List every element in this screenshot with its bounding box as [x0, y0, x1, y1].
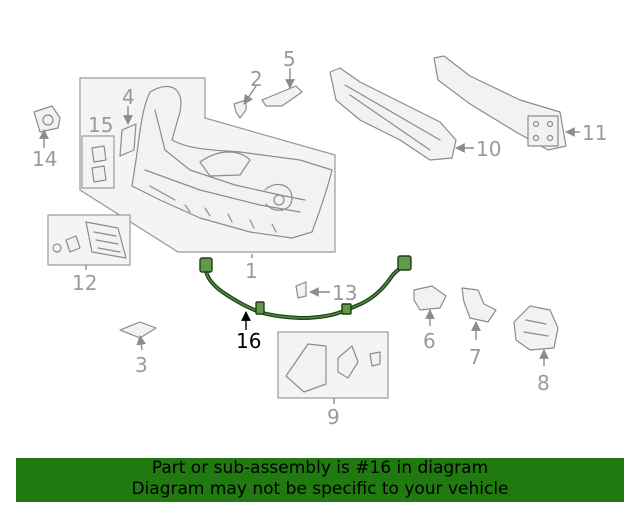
bumper-cover-group: [79, 77, 336, 253]
callout-15: 15: [88, 113, 113, 137]
callout-4: 4: [122, 85, 135, 109]
callout-12: 12: [72, 271, 97, 295]
banner-line-2: Diagram may not be specific to your vehi…: [131, 479, 509, 499]
callout-16: 16: [236, 329, 261, 353]
part-13-clip: [295, 281, 307, 299]
callout-2: 2: [250, 67, 263, 91]
callout-5: 5: [283, 47, 296, 71]
banner-line-1: Part or sub-assembly is #16 in diagram: [151, 458, 489, 478]
part-10-absorber: [329, 67, 457, 161]
callout-9: 9: [327, 405, 340, 429]
callout-13: 13: [332, 281, 357, 305]
parts-diagram: 1 2 3 4 5 6 7 8 9 10 11 12 13 14 15 16: [32, 47, 607, 429]
part-3-bracket: [119, 321, 157, 339]
clips-group: [81, 135, 115, 189]
callout-6: 6: [423, 329, 436, 353]
part-5-bracket: [261, 85, 303, 107]
part-6-bracket: [413, 285, 447, 311]
callout-14: 14: [32, 147, 57, 171]
wire-harness-16[interactable]: [199, 255, 412, 320]
part-7-bracket: [461, 287, 497, 323]
part-4-bracket: [119, 123, 137, 157]
bumper-cover: [131, 85, 333, 239]
callout-8: 8: [537, 371, 550, 395]
info-banner: Part or sub-assembly is #16 in diagram D…: [16, 458, 624, 502]
fog-cover-group: [277, 331, 389, 399]
bracket-group: [47, 214, 131, 266]
callout-7: 7: [469, 345, 482, 369]
part-8-bracket: [513, 305, 559, 351]
callout-10: 10: [476, 137, 501, 161]
callout-1: 1: [245, 259, 258, 283]
callout-3: 3: [135, 353, 148, 377]
callout-11: 11: [582, 121, 607, 145]
part-14-sensor: [33, 105, 61, 133]
